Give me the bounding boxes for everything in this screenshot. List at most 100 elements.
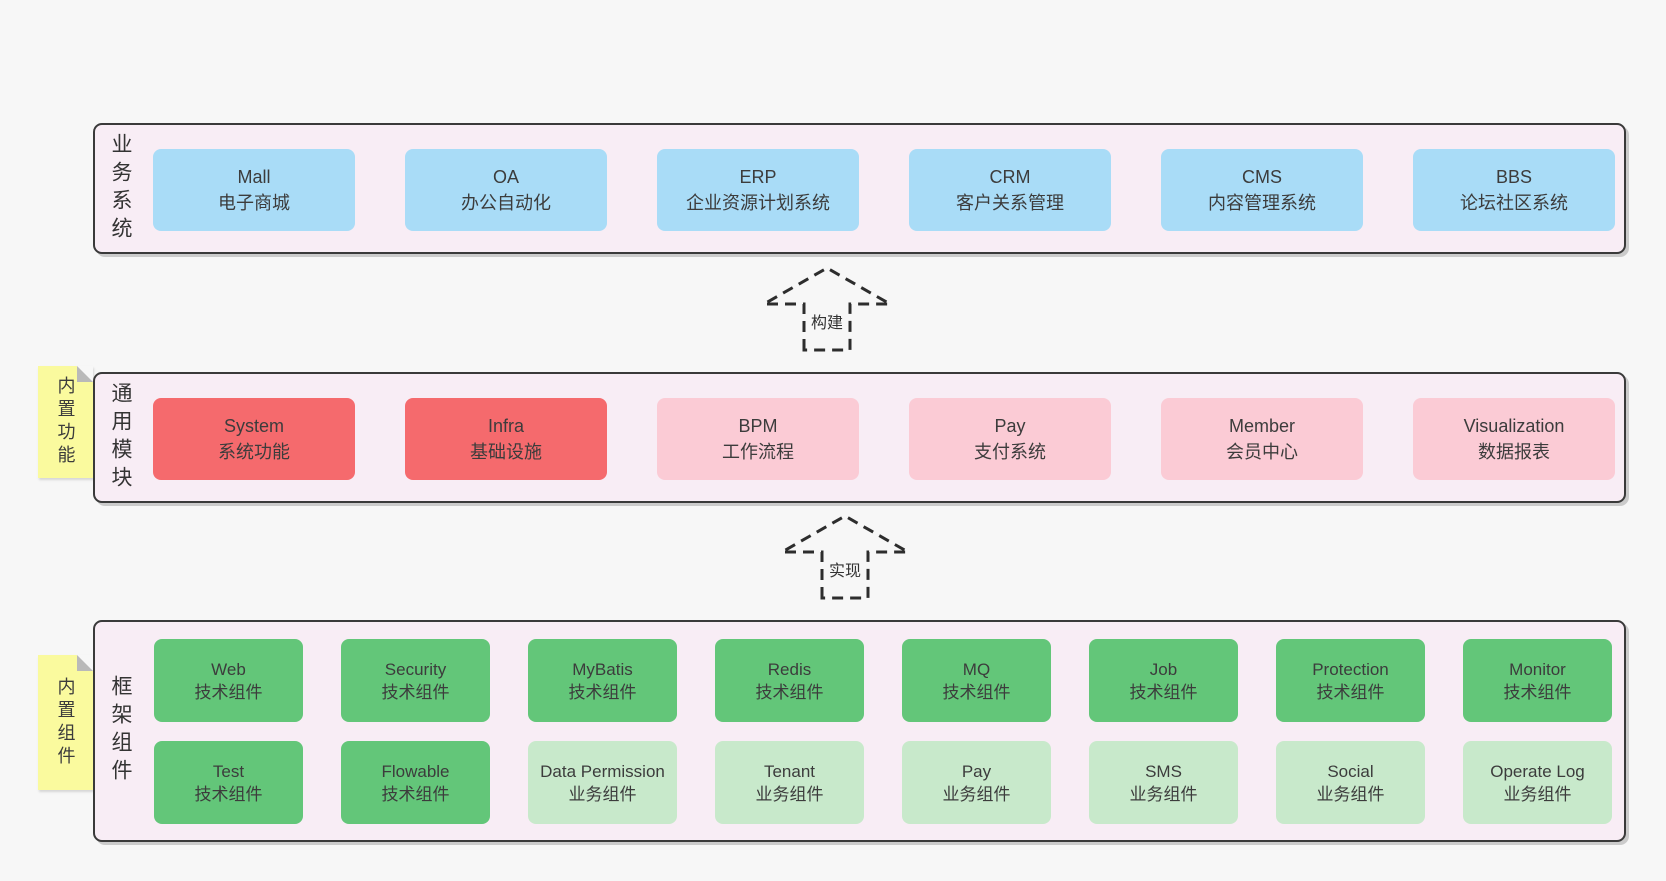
box-title: Redis — [767, 659, 812, 679]
box-title: Job — [1149, 659, 1178, 679]
modules-box-row: System 系统功能 Infra 基础设施 BPM 工作流程 Pay 支付系统… — [153, 398, 1615, 480]
box-subtitle: 论坛社区系统 — [1460, 193, 1568, 213]
sticky-note-built-in-features: 内置功能 — [38, 366, 93, 478]
box-title: Operate Log — [1490, 761, 1585, 781]
box-subtitle: 技术组件 — [381, 784, 450, 804]
box-title: Web — [211, 659, 246, 679]
box-subtitle: 技术组件 — [381, 682, 450, 702]
box-title: Pay — [961, 761, 992, 781]
box-title: OA — [492, 167, 519, 187]
box-title: Mall — [237, 167, 271, 187]
box-subtitle: 电子商城 — [218, 193, 290, 213]
box-member: Member 会员中心 — [1161, 398, 1363, 480]
box-job: Job 技术组件 — [1089, 639, 1238, 722]
framework-components-panel: 框架组件 Web 技术组件 Security 技术组件 MyBatis 技术组件… — [93, 620, 1626, 842]
box-monitor: Monitor 技术组件 — [1463, 639, 1612, 722]
box-operate-log: Operate Log 业务组件 — [1463, 741, 1612, 824]
box-subtitle: 技术组件 — [194, 784, 263, 804]
box-pay-component: Pay 业务组件 — [902, 741, 1051, 824]
box-erp: ERP 企业资源计划系统 — [657, 149, 859, 231]
box-subtitle: 技术组件 — [1316, 682, 1385, 702]
box-subtitle: 业务组件 — [755, 784, 824, 804]
box-test: Test 技术组件 — [154, 741, 303, 824]
box-cms: CMS 内容管理系统 — [1161, 149, 1363, 231]
box-subtitle: 办公自动化 — [461, 193, 551, 213]
box-web: Web 技术组件 — [154, 639, 303, 722]
box-subtitle: 支付系统 — [974, 442, 1046, 462]
box-protection: Protection 技术组件 — [1276, 639, 1425, 722]
sticky-note-built-in-components: 内置组件 — [38, 655, 93, 790]
box-subtitle: 业务组件 — [1503, 784, 1572, 804]
box-crm: CRM 客户关系管理 — [909, 149, 1111, 231]
box-system: System 系统功能 — [153, 398, 355, 480]
up-arrow-build: 构建 — [760, 264, 894, 354]
business-box-row: Mall 电子商城 OA 办公自动化 ERP 企业资源计划系统 CRM 客户关系… — [153, 149, 1615, 231]
box-data-permission: Data Permission 业务组件 — [528, 741, 677, 824]
components-box-row-1: Web 技术组件 Security 技术组件 MyBatis 技术组件 Redi… — [154, 639, 1612, 722]
box-tenant: Tenant 业务组件 — [715, 741, 864, 824]
box-title: Test — [212, 761, 245, 781]
box-security: Security 技术组件 — [341, 639, 490, 722]
box-subtitle: 技术组件 — [1503, 682, 1572, 702]
box-title: Tenant — [763, 761, 816, 781]
box-subtitle: 企业资源计划系统 — [686, 193, 830, 213]
box-title: MQ — [962, 659, 991, 679]
box-title: BBS — [1495, 167, 1533, 187]
arrow-label-build: 构建 — [807, 308, 847, 334]
box-bbs: BBS 论坛社区系统 — [1413, 149, 1615, 231]
box-mq: MQ 技术组件 — [902, 639, 1051, 722]
box-pay-system: Pay 支付系统 — [909, 398, 1111, 480]
box-oa: OA 办公自动化 — [405, 149, 607, 231]
box-mybatis: MyBatis 技术组件 — [528, 639, 677, 722]
box-subtitle: 基础设施 — [470, 442, 542, 462]
box-title: CRM — [989, 167, 1031, 187]
box-subtitle: 技术组件 — [194, 682, 263, 702]
box-subtitle: 技术组件 — [942, 682, 1011, 702]
box-subtitle: 数据报表 — [1478, 442, 1550, 462]
box-title: CMS — [1242, 167, 1282, 187]
box-mall: Mall 电子商城 — [153, 149, 355, 231]
box-title: Social — [1327, 761, 1374, 781]
box-title: System — [223, 416, 284, 436]
box-social: Social 业务组件 — [1276, 741, 1425, 824]
box-title: Pay — [994, 416, 1026, 436]
box-subtitle: 技术组件 — [568, 682, 637, 702]
dashed-up-arrow-icon — [760, 266, 894, 352]
box-title: Protection — [1312, 659, 1389, 679]
box-title: ERP — [739, 167, 777, 187]
panel-label-common-modules: 通用模块 — [109, 381, 132, 494]
box-subtitle: 系统功能 — [218, 442, 290, 462]
box-title: Data Permission — [540, 761, 665, 781]
box-subtitle: 技术组件 — [755, 682, 824, 702]
sticky-label: 内置功能 — [55, 376, 76, 468]
box-title: Flowable — [381, 761, 450, 781]
box-title: Member — [1228, 416, 1295, 436]
sticky-label: 内置组件 — [55, 676, 76, 769]
components-box-row-2: Test 技术组件 Flowable 技术组件 Data Permission … — [154, 741, 1612, 824]
box-subtitle: 客户关系管理 — [956, 193, 1064, 213]
up-arrow-implement: 实现 — [778, 512, 912, 602]
box-sms: SMS 业务组件 — [1089, 741, 1238, 824]
box-bpm: BPM 工作流程 — [657, 398, 859, 480]
folded-corner-icon — [77, 366, 93, 382]
box-title: Monitor — [1509, 659, 1566, 679]
box-infra: Infra 基础设施 — [405, 398, 607, 480]
box-subtitle: 技术组件 — [1129, 682, 1198, 702]
box-title: Infra — [487, 416, 525, 436]
box-subtitle: 会员中心 — [1226, 442, 1298, 462]
box-title: SMS — [1145, 761, 1182, 781]
box-visualization: Visualization 数据报表 — [1413, 398, 1615, 480]
box-subtitle: 业务组件 — [942, 784, 1011, 804]
box-title: MyBatis — [572, 659, 633, 679]
common-modules-panel: 通用模块 System 系统功能 Infra 基础设施 BPM 工作流程 Pay… — [93, 372, 1626, 503]
box-subtitle: 业务组件 — [1316, 784, 1385, 804]
folded-corner-icon — [77, 655, 93, 671]
box-redis: Redis 技术组件 — [715, 639, 864, 722]
arrow-label-implement: 实现 — [825, 556, 865, 582]
box-subtitle: 工作流程 — [722, 442, 794, 462]
panel-label-framework-components: 框架组件 — [109, 675, 132, 787]
box-subtitle: 业务组件 — [1129, 784, 1198, 804]
box-title: Visualization — [1463, 416, 1565, 436]
box-flowable: Flowable 技术组件 — [341, 741, 490, 824]
box-title: Security — [384, 659, 447, 679]
